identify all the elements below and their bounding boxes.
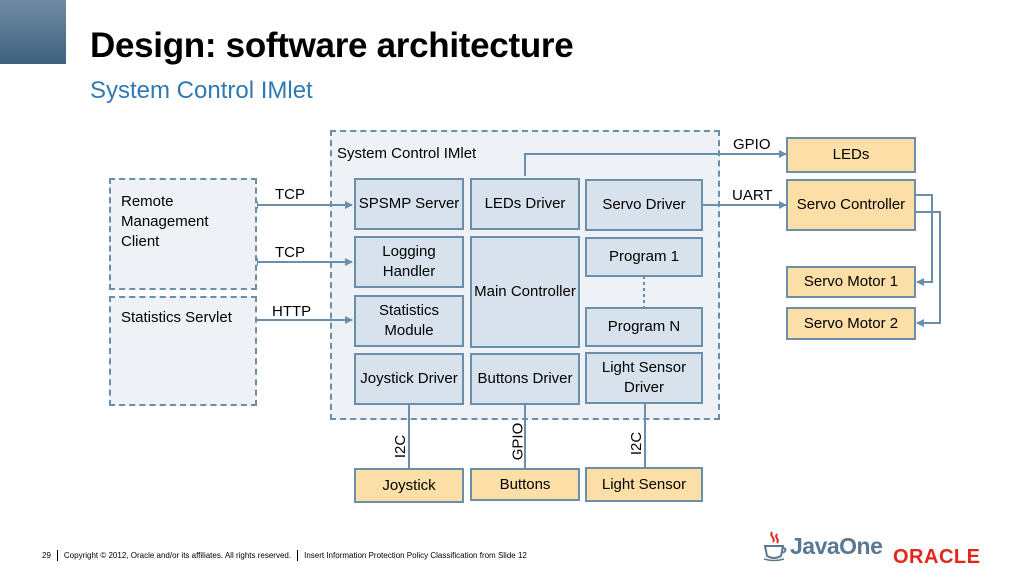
edge-gpio-leds (524, 150, 787, 176)
classification-text: Insert Information Protection Policy Cla… (304, 551, 527, 560)
copyright-text: Copyright © 2012, Oracle and/or its affi… (63, 551, 292, 560)
slide-title: Design: software architecture (90, 26, 574, 65)
logging-handler-box: Logging Handler (354, 236, 464, 288)
slide-subtitle: System Control IMlet (90, 77, 313, 104)
servo-motor-1-box: Servo Motor 1 (786, 266, 916, 298)
edge-label-tcp-2: TCP (275, 244, 305, 261)
light-sensor-driver-box: Light Sensor Driver (585, 352, 703, 404)
servo-driver-box: Servo Driver (585, 179, 703, 231)
javaone-wordmark: JavaOne (790, 532, 883, 559)
joystick-device-box: Joystick (354, 468, 464, 503)
main-controller-box: Main Controller (470, 236, 580, 348)
edge-label-uart: UART (732, 187, 773, 204)
javaone-logo: JavaOne (762, 530, 883, 562)
buttons-driver-box: Buttons Driver (470, 353, 580, 405)
buttons-device-box: Buttons (470, 468, 580, 501)
page-number: 29 (42, 551, 51, 560)
edge-servo-motor2 (916, 211, 941, 327)
footer-separator (56, 550, 58, 561)
footer: 29 Copyright © 2012, Oracle and/or its a… (42, 550, 527, 561)
corner-decoration (0, 0, 66, 64)
edge-label-i2c-left: I2C (392, 434, 410, 459)
edge-servo-motor1 (916, 194, 933, 286)
footer-separator (297, 550, 299, 561)
edge-label-gpio-bottom: GPIO (509, 422, 527, 461)
edge-label-http: HTTP (272, 303, 312, 320)
remote-management-client-box: Remote Management Client (109, 178, 257, 290)
edge-label-i2c-right: I2C (628, 431, 646, 456)
light-sensor-device-box: Light Sensor (585, 467, 703, 502)
joystick-driver-box: Joystick Driver (354, 353, 464, 405)
spsmp-server-box: SPSMP Server (354, 178, 464, 230)
servo-controller-box: Servo Controller (786, 179, 916, 231)
container-label: System Control IMlet (337, 145, 477, 162)
edge-label-gpio-top: GPIO (733, 136, 771, 153)
oracle-logo: ORACLE (893, 546, 981, 568)
program-n-box: Program N (585, 307, 703, 347)
java-cup-icon (763, 531, 787, 562)
edge-label-tcp-1: TCP (275, 186, 305, 203)
leds-driver-box: LEDs Driver (470, 178, 580, 230)
statistics-module-box: Statistics Module (354, 295, 464, 347)
statistics-servlet-box: Statistics Servlet (109, 296, 257, 406)
servo-motor-2-box: Servo Motor 2 (786, 307, 916, 340)
leds-device-box: LEDs (786, 137, 916, 173)
program-1-box: Program 1 (585, 237, 703, 277)
